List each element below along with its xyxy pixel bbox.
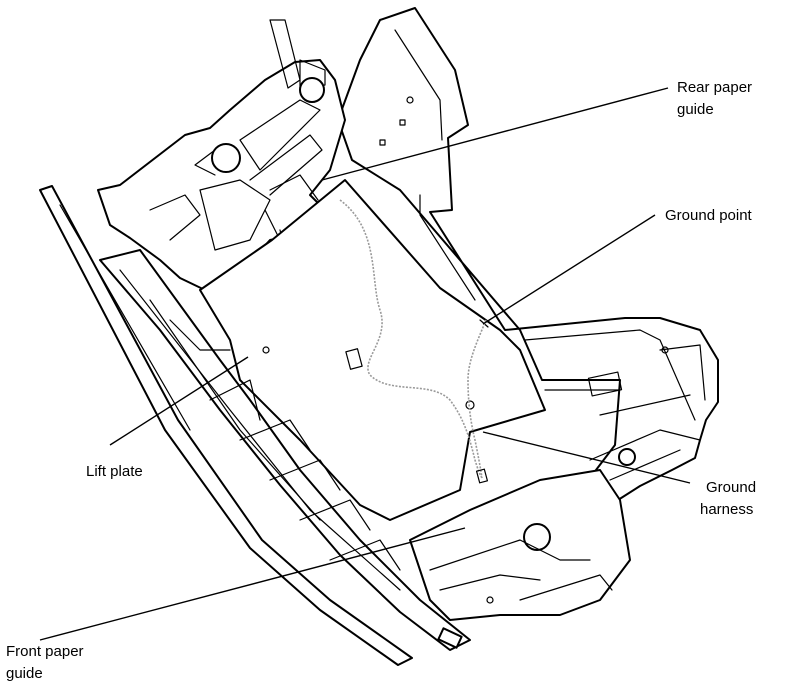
label-ground-harness-line2: harness <box>700 501 753 518</box>
callout-labels: Rear paper guide Ground point Lift plate… <box>6 79 756 682</box>
leader-rear-paper-guide <box>321 87 669 181</box>
label-rear-paper-guide-line2: guide <box>677 101 714 118</box>
leader-ground-harness <box>482 431 691 484</box>
front-paper-guide-assembly <box>409 429 701 621</box>
leader-lift-plate <box>109 356 249 446</box>
tray-left-rail <box>39 185 471 666</box>
ground-harness-wire <box>339 199 489 484</box>
lift-plate <box>199 179 546 521</box>
leader-ground-point <box>482 214 656 325</box>
label-lift-plate: Lift plate <box>86 463 143 480</box>
label-front-paper-guide-line1: Front paper <box>6 643 84 660</box>
label-front-paper-guide-line2: guide <box>6 665 43 682</box>
label-ground-harness-line1: Ground <box>706 479 756 496</box>
callout-leaders <box>39 87 691 641</box>
leader-front-paper-guide <box>39 527 466 641</box>
label-ground-point: Ground point <box>665 207 753 224</box>
label-rear-paper-guide-line1: Rear paper <box>677 79 752 96</box>
